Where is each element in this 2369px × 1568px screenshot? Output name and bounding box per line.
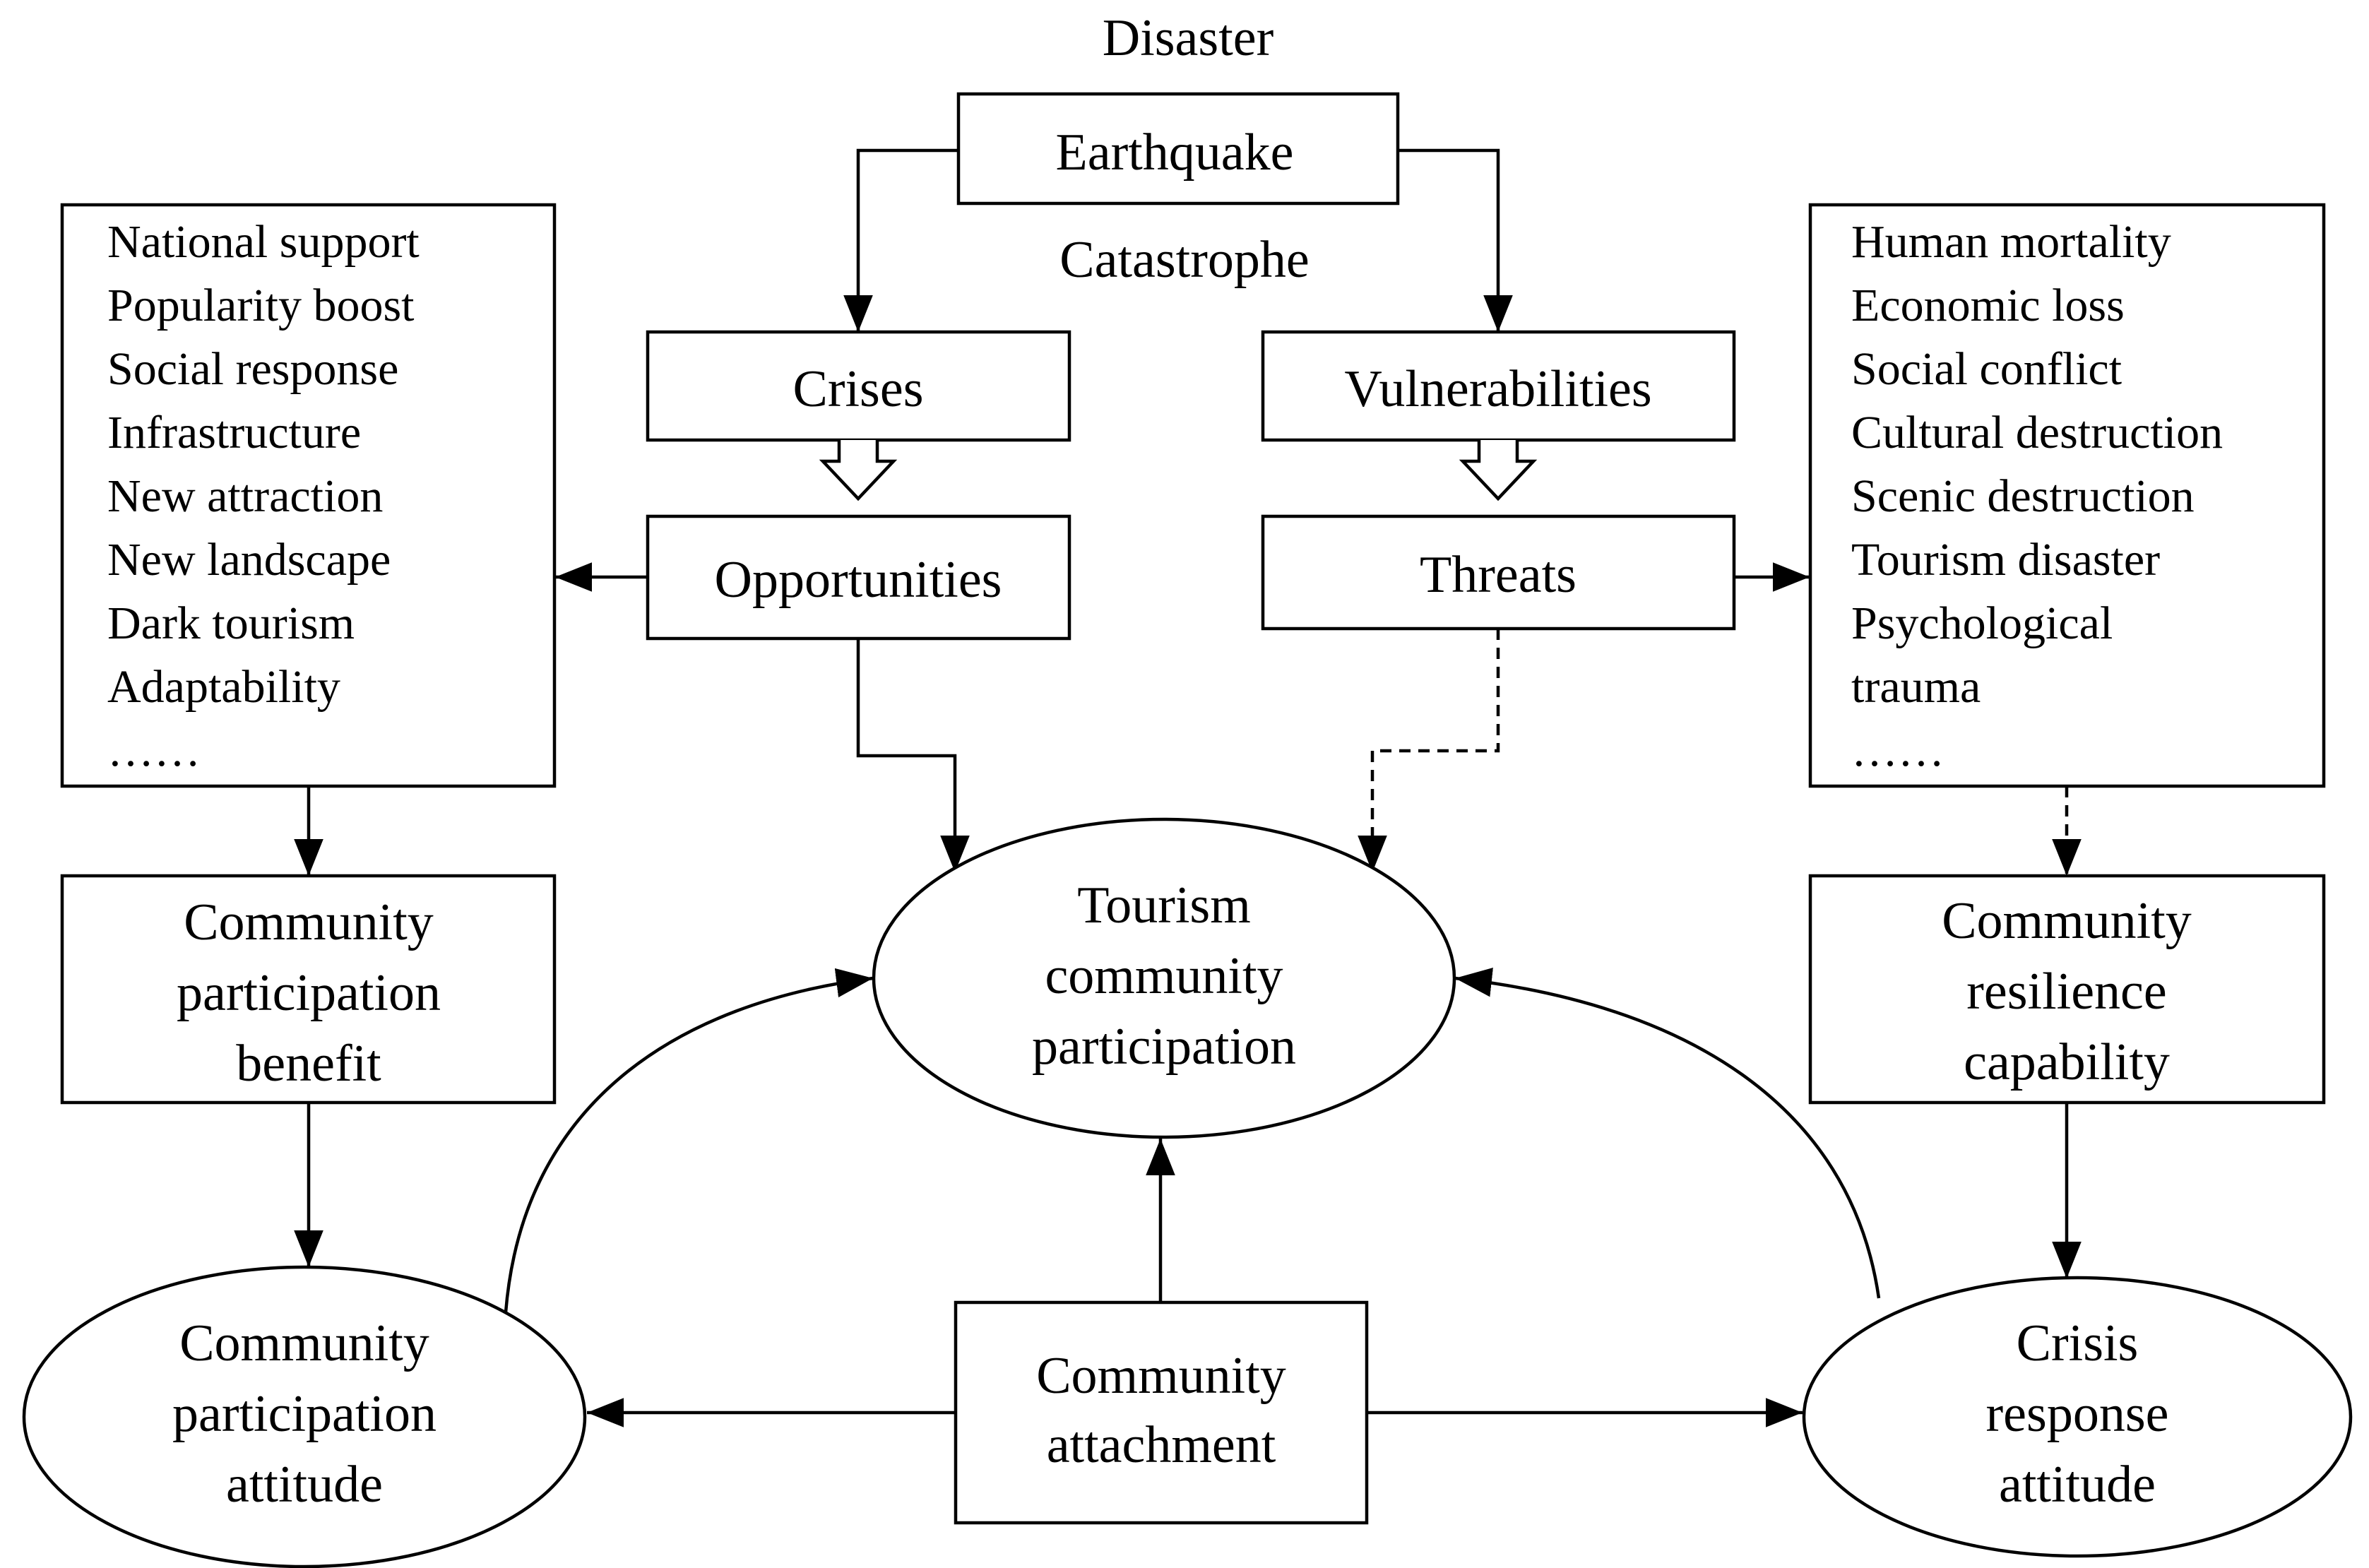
attachment-label: Community <box>1036 1347 1286 1405</box>
list-item: Economic loss <box>1851 280 2125 331</box>
list-item: Human mortality <box>1851 216 2171 268</box>
participation-attitude-label: attitude <box>226 1456 383 1514</box>
list-item: …… <box>107 725 201 776</box>
opportunities-label: Opportunities <box>715 551 1002 609</box>
participation-benefit-label: participation <box>177 964 441 1022</box>
arc-participation-attitude-to-tourism <box>504 968 874 1313</box>
resilience-capability-label: resilience <box>1966 963 2167 1021</box>
participation-benefit-label: Community <box>184 893 434 951</box>
list-item: Social response <box>107 343 398 395</box>
opportunities-box <box>646 514 1071 641</box>
list-item: Cultural destruction <box>1851 407 2223 458</box>
tourism-participation-label: community <box>1045 947 1283 1005</box>
list-item: Psychological <box>1851 598 2113 649</box>
list-item: Popularity boost <box>107 280 415 331</box>
participation-attitude-ellipse <box>22 1265 587 1568</box>
participation-benefit-label: benefit <box>236 1035 381 1093</box>
list-item: New attraction <box>107 470 383 522</box>
list-item: Social conflict <box>1851 343 2122 395</box>
attachment-box <box>954 1300 1369 1525</box>
earthquake-box <box>956 92 1400 206</box>
list-item: Dark tourism <box>107 598 355 649</box>
threat-list-box <box>1808 203 2326 788</box>
list-item: Infrastructure <box>107 407 361 458</box>
attachment-label: attachment <box>1047 1416 1276 1474</box>
catastrophe-label: Catastrophe <box>1059 231 1309 289</box>
crises-box <box>646 330 1071 442</box>
threat-list: Human mortality Economic loss Social con… <box>1851 216 2223 776</box>
arrow-opportunities-to-tourism <box>856 639 970 872</box>
crises-label: Crises <box>793 360 924 418</box>
tourism-participation-ellipse <box>872 817 1456 1139</box>
opportunity-list: National support Popularity boost Social… <box>107 216 420 776</box>
list-item: National support <box>107 216 420 268</box>
opportunity-list-box <box>60 203 557 788</box>
vulnerabilities-box <box>1261 330 1736 442</box>
arrow-earthquake-to-vulnerabilities <box>1398 148 1513 332</box>
crisis-attitude-label: attitude <box>1999 1456 2156 1514</box>
list-item: New landscape <box>107 534 391 586</box>
crisis-attitude-label: Crisis <box>2017 1314 2139 1372</box>
crisis-attitude-label: response <box>1986 1385 2169 1443</box>
arc-crisis-attitude-to-tourism <box>1454 967 1881 1299</box>
arrow-earthquake-to-crises <box>843 148 958 332</box>
list-item: Adaptability <box>107 661 340 713</box>
tourism-participation-label: participation <box>1032 1018 1296 1076</box>
list-item: Scenic destruction <box>1851 470 2195 522</box>
earthquake-label: Earthquake <box>1056 124 1294 182</box>
list-item: …… <box>1851 725 1945 776</box>
list-item: trauma <box>1851 661 1981 713</box>
crisis-attitude-ellipse <box>1802 1276 2353 1558</box>
resilience-capability-label: capability <box>1964 1033 2170 1091</box>
arrow-threats-to-tourism <box>1358 629 1500 872</box>
vulnerabilities-label: Vulnerabilities <box>1344 360 1651 418</box>
hollow-arrow-vulnerabilities-to-threats <box>1459 440 1538 501</box>
resilience-capability-label: Community <box>1942 892 2192 950</box>
participation-attitude-label: participation <box>172 1385 437 1443</box>
resilience-capability-box <box>1808 874 2326 1105</box>
list-item: Tourism disaster <box>1851 534 2160 586</box>
tourism-participation-label: Tourism <box>1077 877 1251 934</box>
threats-label: Threats <box>1420 546 1577 604</box>
hollow-arrow-crises-to-opportunities <box>819 440 898 501</box>
participation-attitude-label: Community <box>179 1314 429 1372</box>
disaster-label: Disaster <box>1103 9 1274 67</box>
